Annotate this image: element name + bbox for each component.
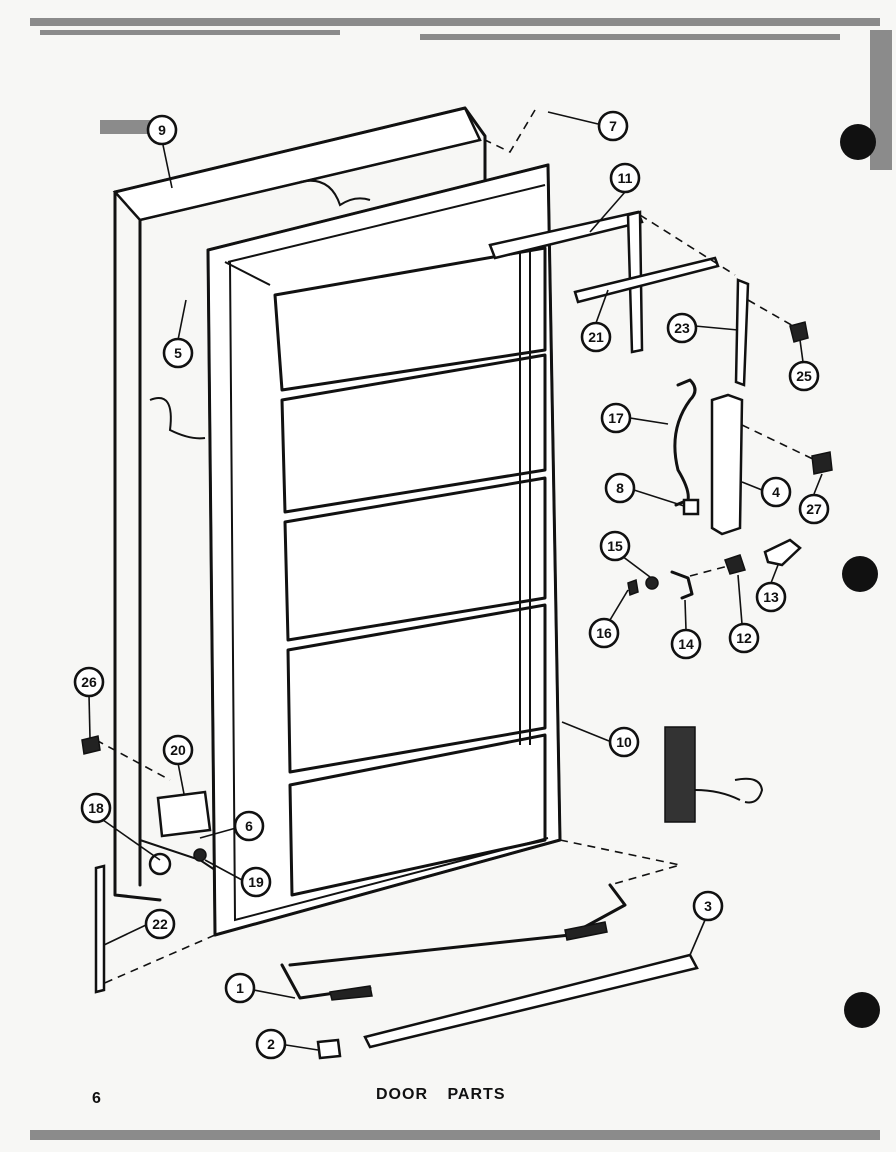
callout-26: 26 — [73, 666, 105, 698]
callout-15: 15 — [599, 530, 631, 562]
svg-text:12: 12 — [736, 630, 752, 646]
leader-lines — [88, 109, 823, 1051]
lock-assembly — [627, 538, 802, 600]
callout-8: 8 — [604, 472, 636, 504]
callout-17: 17 — [600, 402, 632, 434]
callout-14: 14 — [670, 628, 702, 660]
svg-text:8: 8 — [616, 480, 624, 496]
callout-4: 4 — [760, 476, 792, 508]
svg-text:4: 4 — [772, 484, 780, 500]
callout-12: 12 — [728, 622, 760, 654]
callout-2: 2 — [255, 1028, 287, 1060]
callout-11: 11 — [609, 162, 641, 194]
outer-door-panel — [112, 106, 487, 902]
callout-18: 18 — [80, 792, 112, 824]
svg-text:13: 13 — [763, 589, 779, 605]
svg-text:7: 7 — [609, 118, 617, 134]
svg-text:9: 9 — [158, 122, 166, 138]
svg-text:23: 23 — [674, 320, 690, 336]
svg-text:17: 17 — [608, 410, 624, 426]
callout-21: 21 — [580, 321, 612, 353]
svg-text:3: 3 — [704, 898, 712, 914]
callout-7: 7 — [597, 110, 629, 142]
callout-3: 3 — [692, 890, 724, 922]
callout-1: 1 — [224, 972, 256, 1004]
svg-text:1: 1 — [236, 980, 244, 996]
callout-19: 19 — [240, 866, 272, 898]
bottom-parts — [81, 726, 764, 1060]
svg-text:11: 11 — [618, 170, 633, 186]
callout-25: 25 — [788, 360, 820, 392]
callout-20: 20 — [162, 734, 194, 766]
svg-text:15: 15 — [607, 538, 623, 554]
svg-text:20: 20 — [170, 742, 186, 758]
svg-text:2: 2 — [267, 1036, 275, 1052]
page-title: DOOR PARTS — [376, 1086, 506, 1103]
binder-hole-bottom — [844, 992, 880, 1028]
callout-5: 5 — [162, 337, 194, 369]
callout-10: 10 — [608, 726, 640, 758]
handle-assembly — [673, 378, 833, 536]
callout-27: 27 — [798, 493, 830, 525]
callout-9: 9 — [146, 114, 178, 146]
callout-23: 23 — [666, 312, 698, 344]
svg-text:19: 19 — [248, 874, 264, 890]
svg-text:21: 21 — [588, 329, 604, 345]
page-number: 6 — [92, 1090, 101, 1107]
callout-22: 22 — [144, 908, 176, 940]
svg-text:25: 25 — [796, 368, 812, 384]
top-rail-assembly — [488, 210, 809, 387]
callout-16: 16 — [588, 617, 620, 649]
svg-text:16: 16 — [596, 625, 612, 641]
scan-noise-top — [30, 18, 892, 1140]
svg-text:10: 10 — [616, 734, 632, 750]
callout-13: 13 — [755, 581, 787, 613]
svg-text:22: 22 — [152, 916, 168, 932]
inner-door-liner — [206, 163, 562, 937]
svg-text:5: 5 — [174, 345, 182, 361]
svg-text:27: 27 — [806, 501, 822, 517]
callout-6: 6 — [233, 810, 265, 842]
svg-text:14: 14 — [678, 636, 694, 652]
svg-text:26: 26 — [81, 674, 97, 690]
svg-text:18: 18 — [88, 800, 104, 816]
binder-hole-middle — [842, 556, 878, 592]
binder-hole-top — [840, 124, 876, 160]
svg-text:6: 6 — [245, 818, 253, 834]
